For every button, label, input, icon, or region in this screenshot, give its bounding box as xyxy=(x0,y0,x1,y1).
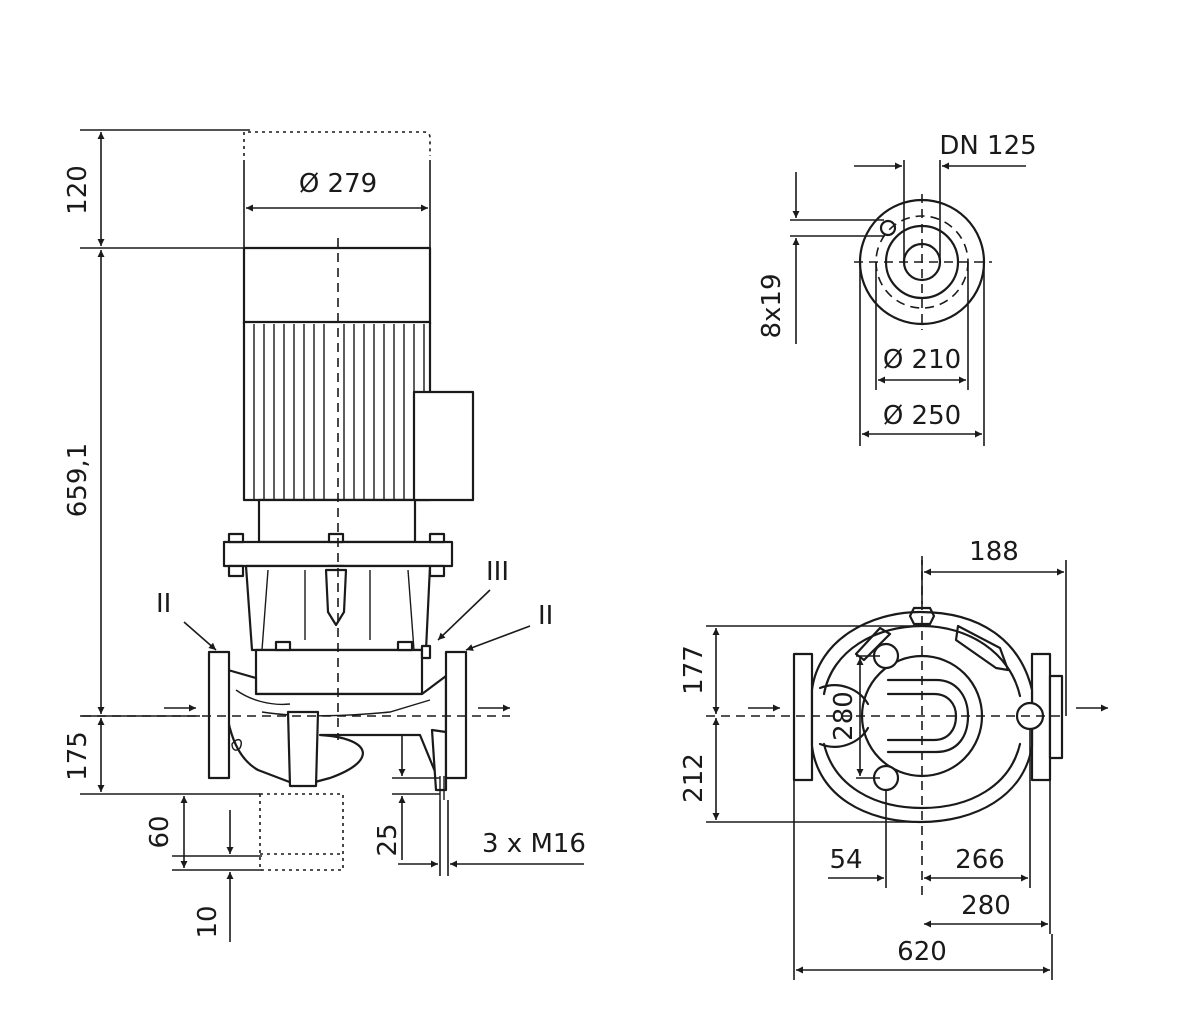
inlet-flange xyxy=(207,650,231,780)
base-10-label: 10 xyxy=(193,905,223,938)
vent-left-label: II xyxy=(156,589,171,619)
bolt-circle-label: Ø 210 xyxy=(883,345,961,375)
terminal-box xyxy=(412,390,475,502)
flange-view: DN 125 8x19 Ø 210 Ø 250 xyxy=(757,131,1037,446)
foot-25-label: 25 xyxy=(373,823,403,856)
width-54-label: 54 xyxy=(829,845,862,875)
base-outline xyxy=(259,793,344,871)
base-dimensions xyxy=(172,796,262,942)
top-view: 188 177 212 280 54 266 280 620 xyxy=(679,537,1108,980)
flange-diameter-label: Ø 250 xyxy=(883,401,961,431)
vent-right-label: II xyxy=(538,601,553,631)
overall-length-label: 620 xyxy=(897,937,947,967)
nominal-size-label: DN 125 xyxy=(939,131,1036,161)
side-view: 120 659,1 175 Ø 279 60 10 25 3 x M16 II xyxy=(63,129,586,942)
top-pump-housing xyxy=(810,610,1034,824)
height-212-label: 212 xyxy=(679,753,709,803)
height-175-label: 175 xyxy=(63,731,93,781)
top-inlet-flange xyxy=(792,652,814,782)
pump-housing-top xyxy=(254,648,424,696)
motor-removal-clearance xyxy=(243,131,431,156)
top-vent-nut xyxy=(908,606,936,626)
outlet-flange xyxy=(444,650,468,780)
width-280-label: 280 xyxy=(961,891,1011,921)
vent-screw xyxy=(420,644,432,660)
foot-bolts-label: 3 x M16 xyxy=(482,829,586,859)
height-dimensions xyxy=(80,129,260,795)
pump-foot-right xyxy=(430,728,448,792)
offset-188-label: 188 xyxy=(969,537,1019,567)
vent-top-label: III xyxy=(486,557,509,587)
height-659-label: 659,1 xyxy=(63,443,93,517)
width-266-label: 266 xyxy=(955,845,1005,875)
bolt-holes-label: 8x19 xyxy=(757,273,787,338)
bolt-hole xyxy=(879,219,897,237)
height-120-label: 120 xyxy=(63,165,93,215)
motor-housing xyxy=(242,320,432,502)
motor-diameter-label: Ø 279 xyxy=(299,169,377,199)
foot-spacing-label: 280 xyxy=(829,691,859,741)
base-60-label: 60 xyxy=(145,815,175,848)
foot-dimension xyxy=(392,736,440,860)
height-177-label: 177 xyxy=(679,645,709,695)
pump-stem xyxy=(286,710,320,788)
motor-top-cap xyxy=(242,246,432,326)
